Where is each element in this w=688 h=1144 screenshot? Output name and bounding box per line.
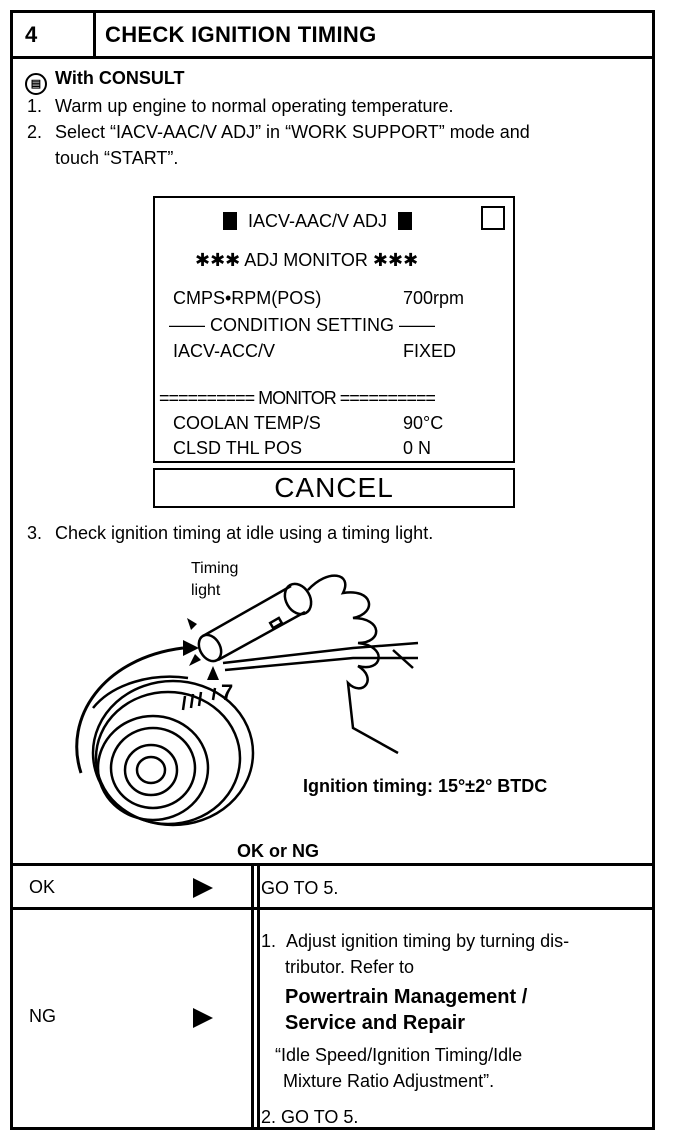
ng-arrow-icon — [193, 1008, 213, 1028]
step-1: 1. Warm up engine to normal operating tem… — [27, 93, 454, 119]
monitor-section-header: ========== MONITOR ========== — [159, 388, 436, 408]
cancel-button[interactable]: CANCEL — [153, 468, 515, 508]
step-number: 4 — [25, 22, 38, 47]
coolant-value: 90°C — [403, 413, 444, 433]
step-3-number: 3. — [27, 523, 43, 543]
step-1-text: Warm up engine to normal operating tempe… — [55, 96, 454, 116]
rotation-arrowhead — [183, 640, 199, 656]
reference-quote-line1: “Idle Speed/Ignition Timing/Idle — [275, 1045, 523, 1065]
step-title: CHECK IGNITION TIMING — [105, 22, 377, 47]
consult-label: With CONSULT — [55, 68, 185, 88]
step-3: 3. Check ignition timing at idle using a … — [27, 520, 433, 546]
timing-light — [197, 574, 419, 755]
step-1-number: 1. — [27, 96, 43, 116]
ng-label: NG — [29, 1006, 56, 1026]
ok-or-ng-label: OK or NG — [237, 841, 320, 861]
iacv-value: FIXED — [403, 341, 457, 361]
timing-light-illustration: 7 — [75, 574, 419, 827]
rotation-arrow — [75, 646, 184, 774]
screen-title-text: IACV-AAC/V ADJ — [248, 211, 388, 231]
adj-monitor-header: ✱✱✱ ADJ MONITOR ✱✱✱ — [195, 250, 419, 270]
flash-arrow-bottom — [189, 654, 201, 666]
iacv-label: IACV-ACC/V — [173, 341, 276, 361]
table-divider — [251, 866, 254, 1130]
step-3-text: Check ignition timing at idle using a ti… — [55, 523, 434, 543]
ok-arrow-icon — [193, 878, 213, 898]
step-2-continuation: touch “START”. — [55, 148, 179, 168]
timing-light-label: Timing light — [191, 558, 238, 602]
crank-pulley — [91, 675, 255, 827]
timing-marks — [181, 687, 217, 711]
consult-screen: IACV-AAC/V ADJ ✱✱✱ ADJ MONITOR ✱✱✱ CMPS•… — [153, 196, 515, 463]
rpm-value: 700rpm — [403, 288, 465, 308]
result-row-ok: OK GO TO 5. — [13, 866, 652, 910]
step-header: 4 CHECK IGNITION TIMING — [13, 13, 652, 59]
procedure-frame: 4 CHECK IGNITION TIMING ▤ With CONSULT 1.… — [10, 10, 655, 1130]
table-divider-double — [257, 866, 260, 1130]
coolant-label: COOLAN TEMP/S — [173, 413, 321, 433]
throttle-value: 0 N — [403, 438, 432, 458]
ng-item1-line1: Adjust ignition timing by turning dis- — [286, 931, 570, 951]
ng-item2: 2. GO TO 5. — [261, 1107, 359, 1127]
flash-arrow-top — [187, 618, 197, 630]
condition-setting-header: —— CONDITION SETTING —— — [169, 315, 436, 335]
ignition-timing-spec: Ignition timing: 15°±2° BTDC — [303, 776, 548, 796]
screen-marker-right — [398, 212, 413, 230]
step-2-text: Select “IACV-AAC/V ADJ” in “WORK SUPPORT… — [55, 122, 530, 142]
consult-heading: ▤ With CONSULT — [25, 68, 184, 95]
reference-quote-line2: Mixture Ratio Adjustment”. — [283, 1071, 495, 1091]
ng-item1-number: 1. — [261, 931, 277, 951]
ok-label: OK — [29, 877, 56, 897]
ng-action: 1. Adjust ignition timing by turning dis… — [261, 928, 569, 1130]
ng-item1-line2: tributor. Refer to — [285, 957, 415, 977]
screen-title: IACV-AAC/V ADJ — [223, 211, 413, 232]
ok-action: GO TO 5. — [261, 878, 339, 898]
pointer-arrow — [207, 666, 219, 680]
screen-checkbox[interactable] — [481, 206, 505, 230]
consult-icon: ▤ — [25, 73, 47, 95]
timing-mark-7: 7 — [221, 680, 233, 705]
reference-section-line1: Powertrain Management / — [285, 986, 528, 1008]
timing-light-label-line1: Timing — [191, 560, 239, 577]
throttle-label: CLSD THL POS — [173, 438, 303, 458]
step-2-number: 2. — [27, 122, 43, 142]
reference-section-line2: Service and Repair — [285, 1012, 466, 1034]
result-table: OK GO TO 5. NG 1. Adjust ignition timing… — [13, 863, 652, 1130]
timing-light-label-line2: light — [191, 582, 221, 599]
rpm-label: CMPS•RPM(POS) — [173, 288, 322, 308]
screen-marker-left — [223, 212, 237, 230]
step-2: 2. Select “IACV-AAC/V ADJ” in “WORK SUPPO… — [27, 119, 530, 171]
header-divider — [93, 13, 96, 56]
